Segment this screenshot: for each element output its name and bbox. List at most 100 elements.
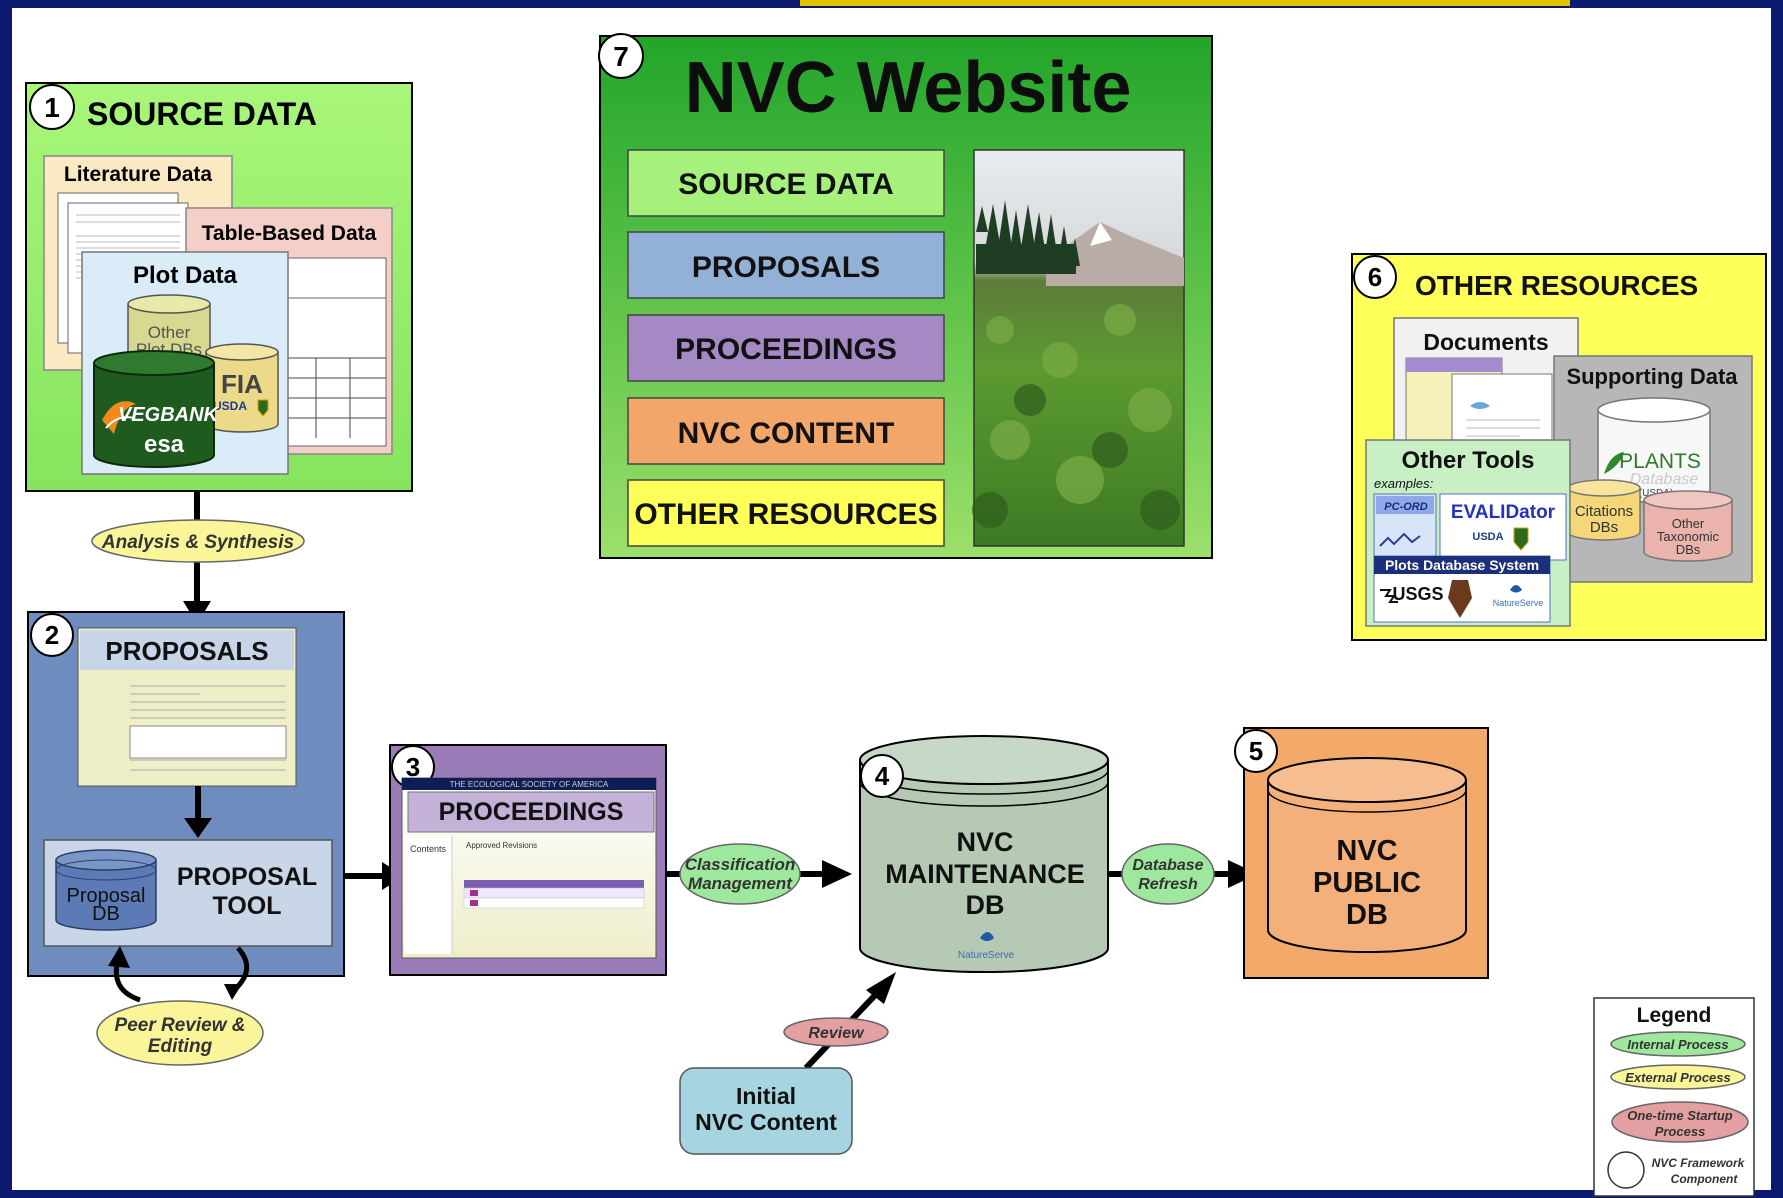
proposal-tool-label-1: PROPOSAL	[177, 863, 317, 891]
website-number: 7	[613, 41, 629, 72]
maintenance-number-badge	[860, 754, 904, 798]
table-based-data-label: Table-Based Data	[202, 222, 377, 245]
maintenance-natureserve: NatureServe	[958, 950, 1015, 961]
plants-database-cylinder: PLANTS Database (USDA)	[1597, 397, 1711, 503]
source-number: 1	[44, 92, 60, 123]
peer-review-label-1: Peer Review &	[115, 1015, 246, 1036]
other-tools-label: Other Tools	[1402, 447, 1535, 474]
vegbank-label: VEGBANK	[118, 404, 220, 426]
other-title: OTHER RESOURCES	[1415, 270, 1698, 301]
proposals-title: PROPOSALS	[105, 636, 268, 666]
natureserve-small-icon	[1510, 585, 1522, 593]
review-process: Review	[783, 1017, 889, 1047]
forest-service-shield-icon	[257, 399, 269, 417]
svg-text:PROPOSALS: PROPOSALS	[692, 251, 880, 284]
taxo-label-2: Taxonomic	[1657, 529, 1720, 544]
public-db-component: 5 NVC PUBLIC DB	[1234, 727, 1489, 979]
plants-label: PLANTS	[1619, 450, 1701, 473]
usgs-wave-icon	[1380, 589, 1398, 603]
citations-dbs-cylinder: Citations DBs	[1567, 479, 1641, 541]
database-refresh-process: Database Refresh	[1121, 843, 1215, 905]
citations-label-2: DBs	[1590, 519, 1618, 536]
proceedings-contents-label: Contents	[410, 844, 447, 854]
fia-usda-label: USDA	[213, 399, 247, 413]
public-line-3: DB	[1346, 899, 1388, 931]
source-title: SOURCE DATA	[87, 96, 317, 132]
legend-framework-component: NVC Framework Component	[1607, 1151, 1746, 1189]
source-data-component: 1 SOURCE DATA Literature Data Table-Base…	[25, 82, 413, 492]
proposals-number-badge	[30, 613, 74, 657]
plants-leaf-icon	[1604, 452, 1624, 474]
proposal-db-cylinder: Proposal DB	[55, 849, 157, 931]
usgs-label: USGS	[1392, 584, 1443, 604]
peer-review-label-2: Editing	[148, 1036, 213, 1057]
svg-text:Component: Component	[1671, 1172, 1739, 1186]
literature-data-label: Literature Data	[64, 163, 213, 186]
evalidator-shield-icon	[1513, 527, 1529, 551]
citations-label-1: Citations	[1575, 503, 1633, 520]
natureserve-small-label: NatureServe	[1493, 598, 1544, 608]
legend-internal-process: Internal Process	[1610, 1031, 1746, 1057]
plots-database-label: Plots Database System	[1385, 557, 1539, 573]
maintenance-db-component: 4 NVC MAINTENANCE DB NatureServe	[859, 735, 1109, 973]
maintenance-line-3: DB	[966, 890, 1005, 920]
vegbank-cylinder: VEGBANK esa	[93, 350, 220, 468]
public-line-1: NVC	[1336, 835, 1397, 867]
website-nav-source-data[interactable]: SOURCE DATA	[627, 149, 945, 217]
proceedings-title: PROCEEDINGS	[439, 798, 624, 826]
svg-text:Internal Process: Internal Process	[1627, 1037, 1728, 1052]
classification-label-2: Management	[688, 874, 793, 893]
svg-text:PROCEEDINGS: PROCEEDINGS	[675, 333, 897, 366]
maintenance-line-1: NVC	[956, 827, 1013, 857]
peer-review-loop: Peer Review & Editing	[96, 946, 264, 1066]
maintenance-number: 4	[875, 761, 890, 791]
website-nav-nvc-content[interactable]: NVC CONTENT	[627, 397, 945, 465]
svg-text:Process: Process	[1655, 1124, 1706, 1139]
proceedings-number: 3	[406, 752, 420, 782]
svg-text:NVC CONTENT: NVC CONTENT	[678, 417, 895, 450]
fia-label: FIA	[221, 369, 263, 399]
refresh-label-1: Database	[1132, 857, 1203, 874]
initial-line-1: Initial	[736, 1083, 796, 1109]
plants-db-label: Database	[1630, 471, 1699, 488]
website-title: NVC Website	[685, 48, 1132, 128]
taxo-label-3: DBs	[1676, 542, 1701, 557]
proposal-db-label-2: DB	[92, 903, 120, 925]
website-number-badge	[598, 33, 644, 79]
legend: Legend Internal Process External Process…	[1593, 997, 1755, 1197]
top-yellow-strip	[800, 0, 1570, 6]
legend-external-process: External Process	[1610, 1064, 1746, 1090]
public-number: 5	[1249, 736, 1263, 766]
proposal-db-label-1: Proposal	[67, 885, 146, 907]
pcord-label: PC-ORD	[1384, 501, 1427, 513]
legend-onetime-process: One-time Startup Process	[1611, 1101, 1749, 1143]
website-nav-other-resources[interactable]: OTHER RESOURCES	[627, 479, 945, 547]
nvc-website-component: 7 NVC Website SOURCE DATA PROPOSALS PROC…	[598, 33, 1213, 559]
natureserve-logo-icon	[980, 932, 994, 941]
website-nav-proposals[interactable]: PROPOSALS	[627, 231, 945, 299]
svg-text:SOURCE DATA: SOURCE DATA	[678, 168, 894, 201]
evalidator-logo	[1439, 493, 1567, 561]
proceedings-approved-label: Approved Revisions	[466, 841, 537, 850]
esa-label: esa	[144, 431, 185, 458]
examples-label: examples:	[1374, 476, 1434, 491]
taxo-label-1: Other	[1672, 516, 1705, 531]
fia-cylinder: FIA USDA	[205, 343, 279, 433]
analysis-synthesis-label: Analysis & Synthesis	[101, 532, 294, 553]
meadow-photo	[972, 149, 1185, 547]
svg-text:OTHER RESOURCES: OTHER RESOURCES	[634, 498, 937, 531]
svg-text:NVC Framework: NVC Framework	[1652, 1156, 1746, 1170]
initial-line-2: NVC Content	[695, 1109, 837, 1135]
taxonomic-dbs-cylinder: Other Taxonomic DBs	[1643, 490, 1733, 562]
review-label: Review	[808, 1025, 865, 1042]
initial-nvc-content: Initial NVC Content	[679, 1067, 853, 1155]
plot-data-label: Plot Data	[133, 262, 238, 289]
analysis-synthesis-process: Analysis & Synthesis	[91, 519, 305, 563]
svg-text:External Process: External Process	[1625, 1070, 1731, 1085]
other-number: 6	[1368, 262, 1382, 292]
evalidator-label: EVALIDator	[1451, 502, 1556, 523]
website-nav-proceedings[interactable]: PROCEEDINGS	[627, 314, 945, 382]
documents-label: Documents	[1423, 329, 1548, 355]
proceedings-banner: THE ECOLOGICAL SOCIETY OF AMERICA	[450, 780, 609, 789]
